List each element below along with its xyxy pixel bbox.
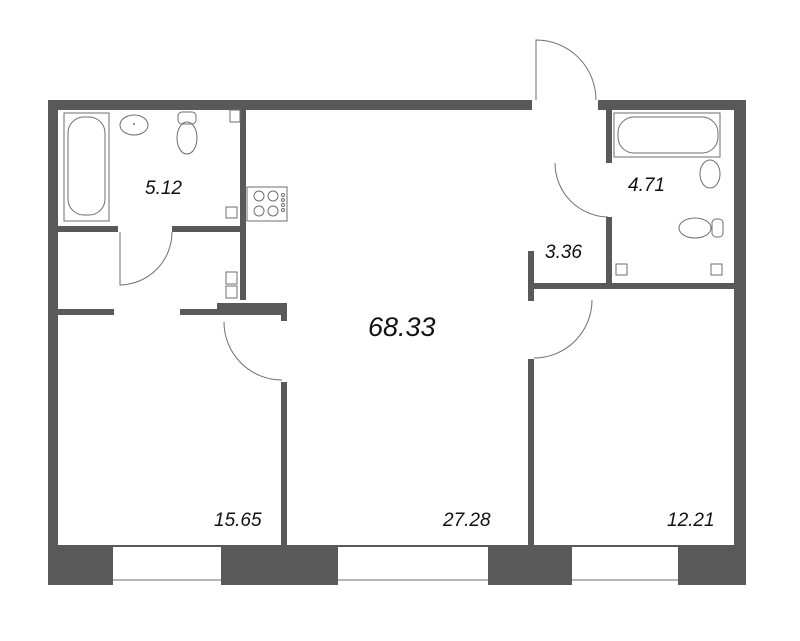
total-area: 68.33 — [368, 312, 436, 342]
room-area-bedroom-left: 15.65 — [214, 510, 262, 531]
room-area-bathroom-1: 5.12 — [145, 178, 182, 199]
bathroom-2-fixtures — [613, 112, 724, 276]
bathroom-1-fixtures — [63, 109, 241, 299]
stove — [246, 186, 288, 222]
room-area-hallway: 3.36 — [545, 242, 582, 263]
room-area-bathroom-2: 4.71 — [628, 175, 665, 196]
room-area-bedroom-right: 12.21 — [667, 510, 715, 531]
interior-walls — [58, 110, 734, 545]
room-area-living-kitchen: 27.28 — [443, 510, 491, 531]
doors — [119, 39, 609, 381]
windows — [113, 547, 678, 585]
